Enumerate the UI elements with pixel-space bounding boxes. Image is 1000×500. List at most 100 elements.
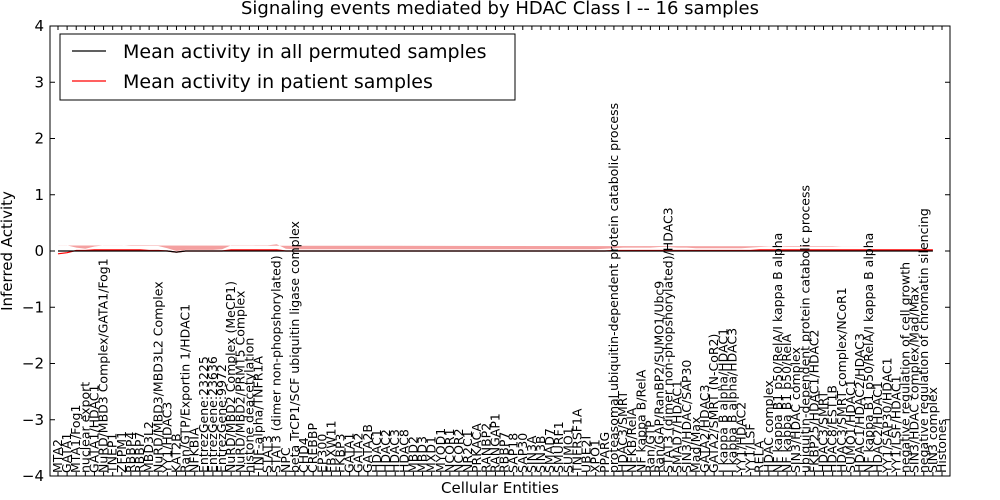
x-tick-label: Ran/GAP/RanBP2/SUMO1/Ubc9 bbox=[651, 281, 666, 473]
y-tick-label: −4 bbox=[22, 467, 44, 485]
x-tick-label: GATA2/SMRT (N-CoR2) bbox=[706, 334, 721, 473]
x-tick-label: SIN3/HDAC complex bbox=[788, 347, 803, 473]
legend-box bbox=[59, 33, 516, 101]
x-tick-label: MXD1 bbox=[424, 436, 439, 473]
x-tick-label: GATA2B bbox=[360, 424, 375, 473]
x-tick-label: MBD3L2 bbox=[141, 421, 156, 473]
x-tick-label: HDAC3/SMRT complex/NCoR1 bbox=[834, 287, 849, 473]
x-tick-label: RBBP7 bbox=[132, 432, 147, 473]
x-tick-label: STAT3 (dimer non-phopshorylated) bbox=[269, 255, 284, 473]
x-tick-label: MBD2 bbox=[405, 436, 420, 473]
x-tick-label: TNEP1 bbox=[105, 433, 120, 474]
x-tick-label: NuRD/MBD3 Complex/GATA1/Fog1 bbox=[96, 258, 111, 473]
x-tick-label: SIN3/HDAC/SAP30 bbox=[679, 360, 694, 473]
x-tick-label: PPARG bbox=[597, 432, 612, 473]
x-tick-label: SUMO1/HDAC1 bbox=[843, 379, 858, 473]
x-tick-label: ZFPM1 bbox=[114, 431, 129, 473]
x-tick-label: NuRD/MBD2/PRMT5 Complex bbox=[232, 291, 247, 473]
x-tick-label: histone deacetylation bbox=[241, 338, 256, 473]
x-axis-label: Cellular Entities bbox=[441, 479, 559, 497]
x-tick-label: NF kappa B1 p50/RelA/I kappa B alpha bbox=[861, 233, 876, 473]
x-tick-label: NF kappa B/RelA bbox=[633, 369, 648, 473]
x-tick-label: proteasomal ubiquitin-dependent protein … bbox=[606, 103, 621, 473]
x-tick-label: Ran/GTP bbox=[642, 420, 657, 473]
x-tick-label: EP300 bbox=[314, 434, 329, 473]
x-tick-label: XPO1 bbox=[588, 439, 603, 473]
x-tick-label: ubiquitin-dependent protein catabolic pr… bbox=[797, 185, 812, 473]
x-tick-label: STAT3 (dimer non-phopshorylated)/HDAC3 bbox=[661, 207, 676, 473]
x-tick-label: SMAD7 bbox=[542, 428, 557, 473]
x-tick-label: PRKACA bbox=[469, 423, 484, 473]
x-tick-label: HDAC1/HDAC2/HDAC3 bbox=[852, 333, 867, 473]
x-tick-label: EntrezGene:9972 bbox=[214, 364, 229, 473]
x-tick-label: KAT2B bbox=[168, 433, 183, 473]
legend: Mean activity in all permuted samples Me… bbox=[59, 33, 516, 101]
x-tick-label: HDAC2 bbox=[378, 429, 393, 473]
y-axis-label: Inferred Activity bbox=[0, 191, 16, 311]
x-tick-label: EntrezGene:23636 bbox=[205, 356, 220, 473]
x-tick-label: GATA2/HDAC3 bbox=[697, 385, 712, 473]
x-tick-label: negative regulation of chromatin silenci… bbox=[916, 208, 931, 473]
x-tick-label: NFKBIA bbox=[187, 427, 202, 473]
y-tick-label: −2 bbox=[22, 355, 44, 373]
x-tick-label: UBE2I bbox=[579, 436, 594, 473]
x-tick-label: HDAC8/EST1B bbox=[825, 385, 840, 473]
x-tick-label: Histones bbox=[934, 419, 949, 473]
x-tick-label: SIN3B bbox=[533, 435, 548, 473]
x-tick-label: FKBP25/HDAC1/HDAC2 bbox=[806, 330, 821, 473]
y-tick-label: 3 bbox=[34, 73, 44, 91]
x-tick-label: TNF-alpha/TNFR1A bbox=[250, 356, 265, 474]
x-tick-label: GATA2 bbox=[351, 433, 366, 473]
x-tick-label: GATA1 bbox=[342, 433, 357, 473]
x-tick-label: CREBBP bbox=[305, 423, 320, 473]
x-tick-label: TNFRSF1A bbox=[569, 408, 584, 474]
patient-band bbox=[58, 244, 933, 251]
x-tick-label: I kappa B alpha/HDAC3 bbox=[724, 328, 739, 473]
x-tick-label: MTA1/Fog1 bbox=[68, 405, 83, 473]
x-tick-label: HDAC complex bbox=[761, 380, 776, 473]
x-tick-label: YY1/SAP30/HDAC1 bbox=[879, 357, 894, 474]
x-tick-label: NuRD/MBD3/MBD3L2 Complex bbox=[150, 281, 165, 473]
x-tick-label: SAP30 bbox=[515, 433, 530, 473]
x-tick-label: FBXW11 bbox=[323, 420, 338, 473]
x-tick-label: NCOR2 bbox=[451, 428, 466, 473]
x-tick-label: HDAC8 bbox=[396, 429, 411, 473]
x-tick-label: Ran/GTP/Exportin 1/HDAC1 bbox=[178, 304, 193, 473]
x-tick-label: HDAC3 bbox=[387, 429, 402, 473]
x-tick-label: NF kappa B1 p50/RelA/I kappa B alpha bbox=[770, 233, 785, 473]
x-tick-label: YY1/LSF bbox=[743, 423, 758, 474]
x-tick-label: GATA1/HDAC1 bbox=[86, 385, 101, 473]
x-tick-label: Mad/Max bbox=[688, 417, 703, 473]
x-tick-label: GATA1 bbox=[59, 433, 74, 473]
x-tick-label: YY1/HDAC2 bbox=[734, 402, 749, 474]
y-tick-label: 2 bbox=[34, 130, 44, 148]
x-tick-label: NF kappa B1 p50/RelA bbox=[779, 333, 794, 473]
y-tick-label: 4 bbox=[34, 17, 44, 35]
x-tick-label: FKBP3 bbox=[333, 434, 348, 473]
legend-label-permuted: Mean activity in all permuted samples bbox=[123, 41, 486, 63]
x-tick-label: HDAC3/SMRT bbox=[816, 390, 831, 473]
x-tick-label: SMURF1 bbox=[551, 421, 566, 473]
x-tick-label: beta TrCP1/SCF ubiquitin ligase complex bbox=[287, 221, 302, 473]
x-tick-label: SIN3A bbox=[524, 435, 539, 473]
x-tick-label: NFKB/RelA bbox=[624, 407, 639, 473]
x-tick-label: NR2C1 bbox=[460, 430, 475, 473]
plot-area bbox=[57, 244, 933, 255]
x-tick-label: HDAC2/HDAC1 bbox=[870, 381, 885, 473]
x-tick-label: HDAC1 bbox=[369, 429, 384, 473]
x-tick-label: YY1/LSF/HDAC1 bbox=[888, 375, 903, 474]
y-tick-label: 0 bbox=[34, 242, 44, 260]
legend-label-patient: Mean activity in patient samples bbox=[123, 71, 433, 93]
x-tick-label: SMAD7/HDAC1 bbox=[670, 380, 685, 473]
x-tick-label: NuRD/MBD2 Complex (MeCP1) bbox=[223, 281, 238, 473]
x-tick-label: I kappa B alpha/HDAC1 bbox=[715, 328, 730, 473]
x-tick-label: YY1/HDAC3 bbox=[159, 402, 174, 474]
x-tick-label: MBD3 bbox=[415, 436, 430, 473]
x-tick-label: EntrezGene:23225 bbox=[196, 356, 211, 473]
x-tick-label: MYOD1 bbox=[433, 428, 448, 473]
x-tick-label: RBBP7 bbox=[497, 432, 512, 473]
y-tick-label: 1 bbox=[34, 186, 44, 204]
y-tick-label: −1 bbox=[22, 298, 44, 316]
